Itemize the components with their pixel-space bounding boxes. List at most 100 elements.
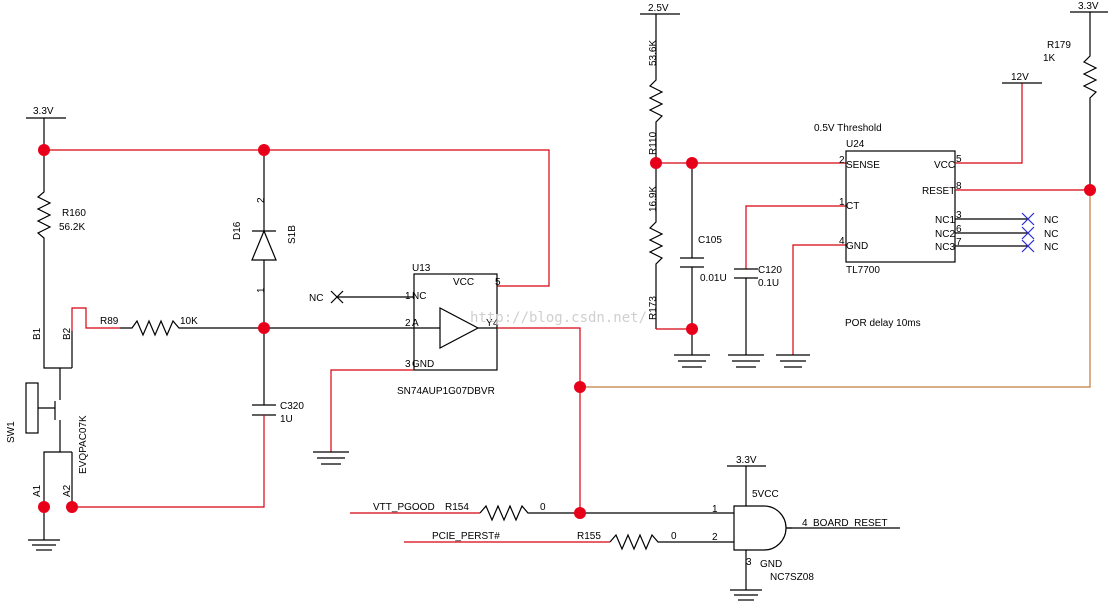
wire-top-bus [44,149,550,287]
svg-text:1: 1 [839,197,845,208]
por-delay-note: POR delay 10ms [845,318,921,329]
wire-u24-gnd [792,244,846,355]
svg-text:C320: C320 [280,401,304,412]
svg-text:NC: NC [309,293,323,304]
svg-text:R155: R155 [577,531,601,542]
wire-u24-vcc [955,83,1023,164]
svg-text:NC: NC [412,291,426,302]
svg-text:16.9K: 16.9K [648,186,659,212]
svg-text:4: 4 [839,236,845,247]
buffer-u13: U13 VCC 5 1 NC 2 A 3 GND Y 4 SN74AUP1G07… [397,263,501,397]
svg-text:3: 3 [956,210,962,221]
svg-text:SENSE: SENSE [846,160,880,171]
power-rail-2v5: 2.5V [640,3,680,70]
capacitor-c120: C120 0.1U [734,265,782,355]
resistor-r154: VTT_PGOOD R154 0 [350,502,580,522]
svg-text:SW1: SW1 [6,421,17,443]
ground-sw1 [28,507,60,551]
ground-u13 [313,451,349,465]
svg-text:B2: B2 [62,327,73,340]
capacitor-c105: C105 0.01U [680,163,727,355]
wire-reset-feedback [580,190,1091,388]
svg-text:1K: 1K [1043,53,1056,64]
svg-text:56.2K: 56.2K [59,222,85,233]
svg-text:GND: GND [760,559,782,570]
power-rail-3v3-right: 3.3V [1070,1,1108,46]
resistor-r89: R89 10K [100,316,264,337]
svg-text:R89: R89 [100,316,119,327]
svg-text:VTT_PGOOD: VTT_PGOOD [373,502,435,513]
svg-text:7: 7 [956,237,962,248]
svg-text:R110: R110 [648,131,659,155]
svg-text:BOARD_RESET: BOARD_RESET [813,518,887,529]
svg-text:U13: U13 [412,263,431,274]
ground-and [730,550,762,601]
svg-text:S1B: S1B [287,225,298,244]
svg-text:1: 1 [712,504,718,515]
u13-nc-pin: NC [309,290,414,304]
svg-text:3.3V: 3.3V [1078,1,1099,12]
resistor-r179: R179 1K [1043,40,1098,190]
svg-text:NC: NC [1044,215,1058,226]
wire-u13-out [497,327,581,513]
svg-text:3.3V: 3.3V [736,455,757,466]
svg-text:0.01U: 0.01U [700,273,727,284]
power-rail-3v3-gate: 3.3V [727,455,766,506]
switch-sw1: B1 B2 A1 A2 SW1 EVQPAC07K [6,285,89,507]
svg-text:3.3V: 3.3V [33,106,54,117]
svg-text:NC: NC [1044,229,1058,240]
power-rail-3v3-left: 3.3V [26,106,66,150]
svg-text:R179: R179 [1047,40,1071,51]
wire-b2-r89 [71,307,120,331]
svg-text:C105: C105 [698,235,722,246]
svg-text:C120: C120 [758,265,782,276]
ground-c120 [728,354,764,368]
svg-text:2.5V: 2.5V [648,3,669,14]
svg-text:GND: GND [412,359,434,370]
svg-text:Y: Y [486,318,493,329]
svg-text:0.1U: 0.1U [758,278,779,289]
ground-c105 [674,354,710,368]
svg-text:NC3: NC3 [935,242,955,253]
svg-text:5VCC: 5VCC [752,489,779,500]
svg-text:4: 4 [493,318,499,329]
svg-text:PCIE_PERST#: PCIE_PERST# [432,531,500,542]
resistor-r160: R160 56.2K [36,150,86,285]
wire-ct [745,205,846,269]
ground-u24 [776,354,810,368]
svg-text:U24: U24 [846,139,865,150]
svg-text:NC7SZ08: NC7SZ08 [770,572,814,583]
resistor-r173: 16.9K R173 [648,163,664,329]
svg-text:B1: B1 [32,327,43,340]
svg-text:NC2: NC2 [935,229,955,240]
svg-text:A1: A1 [32,484,43,497]
svg-text:SN74AUP1G07DBVR: SN74AUP1G07DBVR [397,386,495,397]
svg-text:0: 0 [671,531,677,542]
svg-text:1: 1 [256,287,267,293]
svg-text:2: 2 [256,197,267,203]
svg-text:A: A [412,318,419,329]
svg-text:6: 6 [956,224,962,235]
svg-text:VCC: VCC [934,160,955,171]
svg-text:TL7700: TL7700 [846,265,880,276]
svg-text:CT: CT [846,201,859,212]
svg-text:8: 8 [956,181,962,192]
supervisor-u24: U24 TL7700 2 SENSE 1 CT 4 GND VCC 5 RESE… [839,139,962,276]
svg-text:GND: GND [846,241,868,252]
svg-text:NC: NC [1044,242,1058,253]
threshold-note: 0.5V Threshold [814,123,882,134]
u24-nc-pins: NC NC NC [955,212,1058,253]
svg-text:D16: D16 [232,221,243,240]
power-rail-12v: 12V [1002,72,1042,84]
wire-u13-gnd [330,369,414,452]
svg-text:R173: R173 [648,296,659,320]
svg-text:RESET: RESET [922,186,955,197]
watermark: http://blog.csdn.net/ [470,310,647,326]
svg-text:2: 2 [839,155,845,166]
svg-text:5: 5 [956,154,962,165]
svg-text:10K: 10K [180,316,198,327]
junction-dots [38,144,1096,519]
svg-text:3: 3 [746,557,752,568]
svg-text:NC1: NC1 [935,215,955,226]
